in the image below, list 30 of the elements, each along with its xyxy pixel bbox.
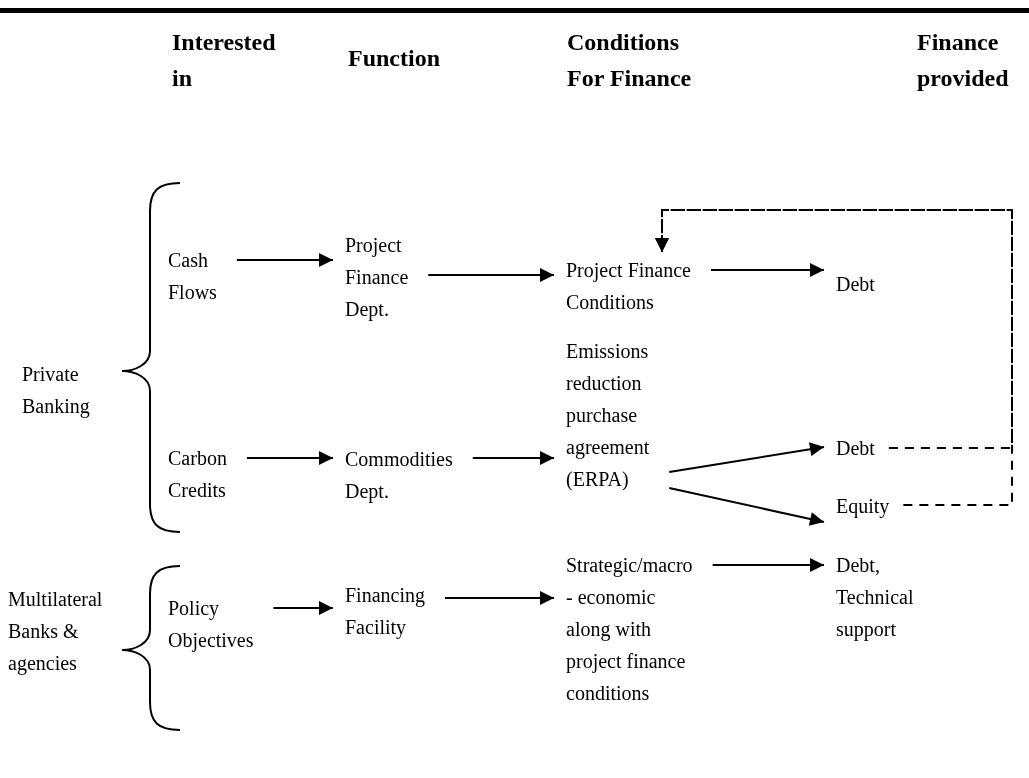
- node-text: Project Finance Dept.: [345, 229, 455, 325]
- node-text: Debt: [836, 268, 892, 300]
- node-text: Equity: [836, 490, 902, 522]
- node-text: Cash Flows: [168, 244, 240, 308]
- node-text: Commodities Dept.: [345, 443, 470, 507]
- arrow: [272, 601, 334, 615]
- group-label: Private Banking: [22, 362, 91, 420]
- node-text: Emissions reduction purchase agreement (ERPA): [566, 335, 678, 495]
- node-text: Debt: [836, 432, 892, 464]
- node-text: Carbon Credits: [168, 442, 248, 506]
- node-text: Debt, Technical support: [836, 549, 936, 645]
- arrow: [444, 591, 555, 605]
- node-text: Financing Facility: [345, 579, 445, 643]
- column-header: Finance provided: [917, 28, 1010, 93]
- dashed-arrow: [655, 209, 1013, 506]
- arrow: [235, 253, 334, 267]
- arrow: [668, 487, 825, 526]
- arrow: [709, 263, 825, 277]
- arrow: [427, 268, 555, 282]
- column-header: Function: [348, 44, 441, 73]
- arrow: [471, 451, 555, 465]
- arrow: [668, 442, 825, 473]
- arrow: [245, 451, 334, 465]
- column-header: Interested in: [172, 28, 277, 93]
- node-text: Policy Objectives: [168, 592, 266, 656]
- arrow: [711, 558, 825, 572]
- group-label: Multilateral Banks & agencies: [8, 587, 104, 677]
- node-text: Strategic/macro - economic along with project finance conditions: [566, 549, 697, 709]
- node-text: Project Finance Conditions: [566, 254, 726, 318]
- column-header: Conditions For Finance: [567, 28, 693, 93]
